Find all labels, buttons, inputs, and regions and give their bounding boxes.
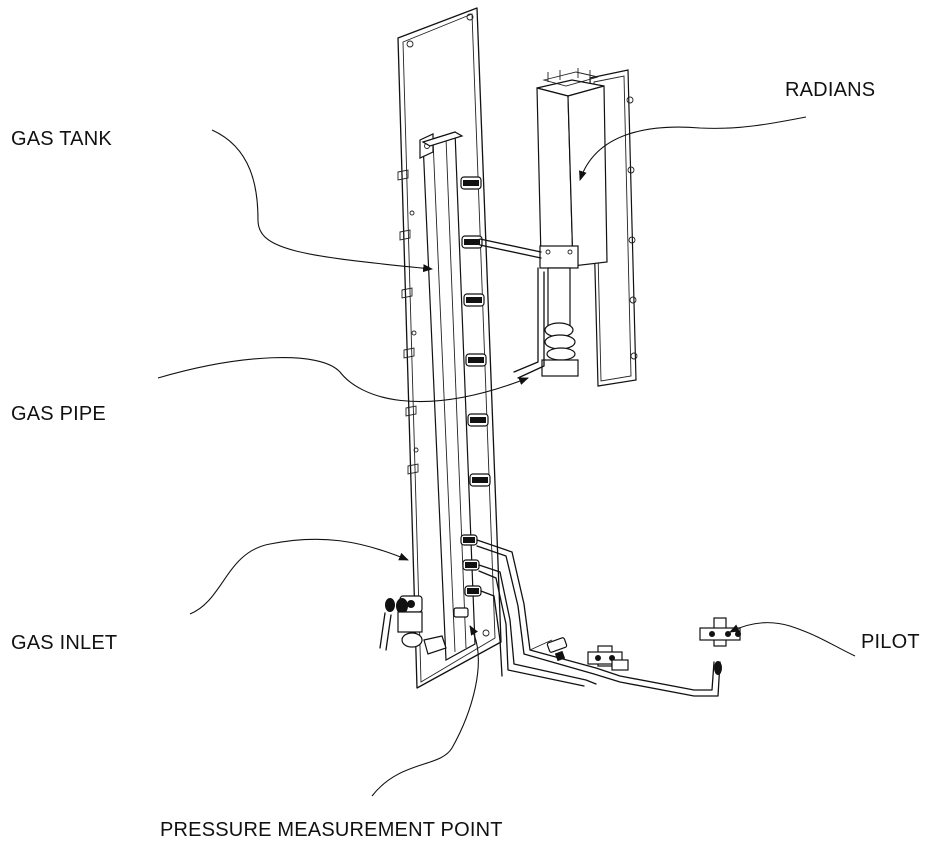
gas-tank-label: GAS TANK	[11, 128, 112, 150]
radians-label: RADIANS	[785, 79, 876, 101]
gas-tank	[419, 131, 476, 661]
pilot-pipes	[476, 539, 721, 697]
nozzle-fittings	[453, 176, 491, 618]
inlet-valve	[379, 595, 447, 655]
pilot-assembly-mid	[587, 645, 629, 671]
leader-lines	[157, 116, 856, 797]
pilot-label: PILOT	[861, 631, 920, 653]
radiant-unit	[536, 68, 638, 387]
plate-bolts	[397, 169, 419, 475]
gas-pipe	[479, 238, 545, 379]
gas-inlet-label: GAS INLET	[11, 632, 118, 654]
pressure-point-label: PRESSURE MEASUREMENT POINT	[160, 819, 503, 841]
mounting-plate	[397, 7, 502, 689]
gas-pipe-label: GAS PIPE	[11, 403, 106, 425]
pilot-burner	[699, 617, 741, 675]
